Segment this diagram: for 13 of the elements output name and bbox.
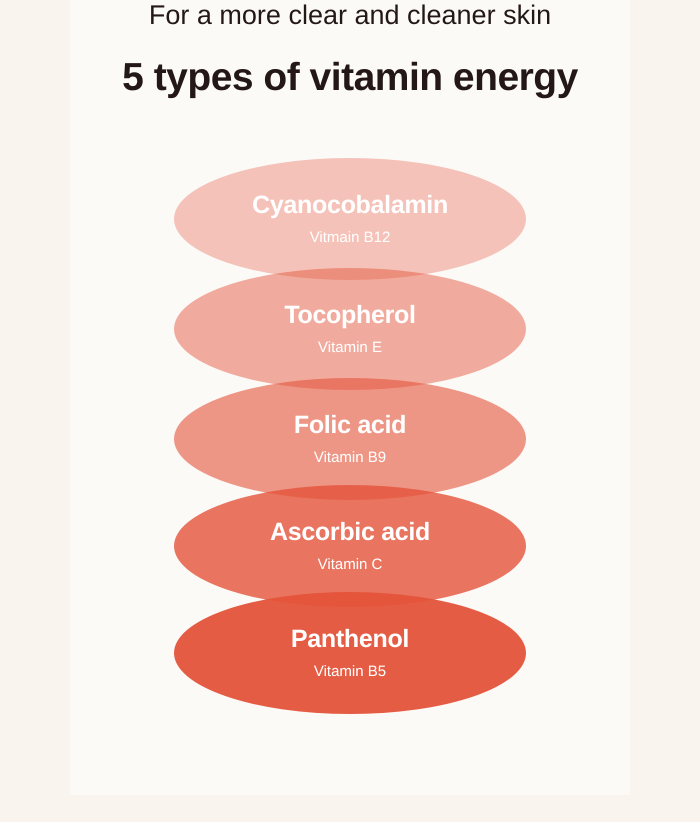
- heading: 5 types of vitamin energy: [121, 56, 579, 100]
- ingredient-name: Panthenol: [290, 625, 410, 654]
- vitamin-name: Vitmain B12: [308, 229, 392, 246]
- ingredient-name: Ascorbic acid: [268, 518, 432, 547]
- ingredient-name: Cyanocobalamin: [251, 191, 449, 220]
- ingredient-name: Tocopherol: [283, 301, 417, 330]
- vitamin-name: Vitamin B5: [312, 663, 388, 680]
- ingredient-name: Folic acid: [292, 411, 408, 440]
- ellipse-node: [174, 592, 526, 714]
- vitamin-name: Vitamin C: [316, 556, 384, 573]
- vitamin-name: Vitamin E: [317, 339, 383, 356]
- subtitle-text: For a more clear and cleaner skin: [148, 0, 552, 31]
- vitamin-name: Vitamin B9: [312, 449, 388, 466]
